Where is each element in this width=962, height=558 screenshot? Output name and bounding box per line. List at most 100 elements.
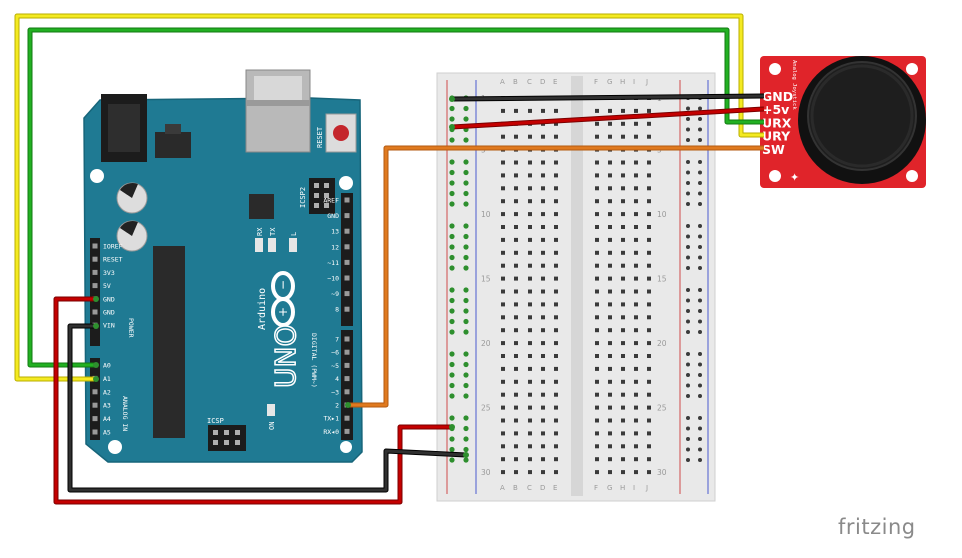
breadboard-hole[interactable] [647, 225, 651, 229]
breadboard-hole[interactable] [647, 405, 651, 410]
breadboard-hole[interactable] [595, 392, 599, 397]
breadboard-hole[interactable] [595, 199, 599, 204]
rail-hole[interactable] [463, 415, 469, 421]
header-pin[interactable] [344, 376, 350, 382]
breadboard-hole[interactable] [608, 470, 612, 475]
breadboard-hole[interactable] [595, 276, 599, 281]
rail-hole[interactable] [449, 223, 455, 229]
rail-hole[interactable] [698, 383, 702, 388]
rail-hole[interactable] [449, 233, 455, 240]
breadboard-hole[interactable] [541, 302, 545, 307]
breadboard-hole[interactable] [647, 379, 651, 384]
breadboard-hole[interactable] [528, 186, 532, 191]
breadboard-hole[interactable] [647, 302, 651, 307]
rail-hole[interactable] [463, 372, 469, 378]
rail-hole[interactable] [449, 436, 455, 442]
breadboard-hole[interactable] [501, 328, 505, 333]
breadboard-hole[interactable] [634, 250, 638, 255]
breadboard-hole[interactable] [554, 289, 558, 294]
breadboard-hole[interactable] [608, 405, 612, 410]
rail-hole[interactable] [698, 330, 702, 334]
breadboard-hole[interactable] [514, 173, 518, 178]
breadboard-hole[interactable] [595, 366, 599, 371]
header-pin[interactable] [344, 228, 350, 234]
breadboard-hole[interactable] [621, 366, 625, 371]
breadboard-hole[interactable] [501, 160, 505, 165]
header-pin[interactable] [92, 429, 98, 435]
breadboard-hole[interactable] [528, 250, 532, 255]
breadboard-hole[interactable] [514, 289, 518, 294]
rail-hole[interactable] [449, 265, 455, 271]
rail-hole[interactable] [463, 287, 469, 293]
rail-hole[interactable] [686, 245, 690, 249]
breadboard-hole[interactable] [541, 328, 545, 333]
rail-hole[interactable] [686, 106, 690, 111]
breadboard-hole[interactable] [647, 431, 651, 436]
rail-hole[interactable] [463, 446, 469, 453]
breadboard-hole[interactable] [528, 392, 532, 397]
rail-hole[interactable] [698, 298, 702, 303]
rail-hole[interactable] [449, 457, 455, 463]
breadboard-hole[interactable] [514, 392, 518, 397]
breadboard-hole[interactable] [608, 212, 612, 217]
breadboard-hole[interactable] [528, 173, 532, 178]
header-pin[interactable] [344, 275, 350, 281]
breadboard-hole[interactable] [595, 173, 599, 178]
rail-hole[interactable] [686, 191, 690, 196]
rail-hole[interactable] [686, 437, 690, 441]
breadboard-hole[interactable] [595, 289, 599, 294]
breadboard-hole[interactable] [554, 173, 558, 178]
breadboard-hole[interactable] [541, 366, 545, 371]
breadboard-hole[interactable] [541, 315, 545, 320]
header-pin[interactable] [92, 256, 98, 262]
breadboard-hole[interactable] [528, 315, 532, 320]
rail-hole[interactable] [449, 137, 455, 143]
breadboard-hole[interactable] [528, 160, 532, 165]
breadboard-hole[interactable] [514, 160, 518, 165]
breadboard-hole[interactable] [514, 212, 518, 217]
header-pin[interactable] [344, 197, 350, 203]
breadboard-hole[interactable] [514, 237, 518, 242]
rail-hole[interactable] [698, 255, 702, 260]
breadboard-hole[interactable] [634, 199, 638, 204]
header-pin[interactable] [344, 428, 350, 434]
rail-hole[interactable] [698, 224, 702, 228]
breadboard-hole[interactable] [514, 457, 518, 462]
breadboard-hole[interactable] [647, 250, 651, 255]
breadboard-hole[interactable] [647, 173, 651, 178]
rail-hole[interactable] [449, 180, 455, 186]
breadboard-hole[interactable] [541, 263, 545, 268]
breadboard-hole[interactable] [541, 289, 545, 294]
breadboard-hole[interactable] [634, 366, 638, 371]
breadboard-hole[interactable] [595, 263, 599, 268]
breadboard-hole[interactable] [554, 108, 558, 113]
breadboard-hole[interactable] [634, 121, 638, 126]
rail-hole[interactable] [463, 393, 469, 399]
breadboard-hole[interactable] [554, 444, 558, 449]
rail-hole[interactable] [698, 181, 702, 185]
breadboard-hole[interactable] [554, 134, 558, 139]
rail-hole[interactable] [463, 297, 469, 304]
breadboard-hole[interactable] [528, 237, 532, 242]
breadboard-hole[interactable] [608, 302, 612, 307]
breadboard-hole[interactable] [514, 379, 518, 384]
rail-hole[interactable] [449, 201, 455, 207]
rail-hole[interactable] [463, 457, 469, 463]
breadboard-hole[interactable] [501, 173, 505, 178]
breadboard-hole[interactable] [528, 431, 532, 436]
rail-hole[interactable] [698, 447, 702, 452]
rail-hole[interactable] [686, 298, 690, 303]
breadboard-hole[interactable] [595, 457, 599, 462]
breadboard-hole[interactable] [647, 341, 651, 346]
header-pin[interactable] [344, 291, 350, 297]
rail-hole[interactable] [463, 329, 469, 335]
breadboard-hole[interactable] [501, 418, 505, 423]
breadboard-hole[interactable] [528, 444, 532, 449]
breadboard-hole[interactable] [501, 186, 505, 191]
breadboard-hole[interactable] [514, 250, 518, 255]
breadboard-hole[interactable] [647, 392, 651, 397]
breadboard-hole[interactable] [541, 225, 545, 229]
header-pin[interactable] [92, 309, 98, 315]
breadboard-hole[interactable] [501, 444, 505, 449]
breadboard-hole[interactable] [621, 134, 625, 139]
